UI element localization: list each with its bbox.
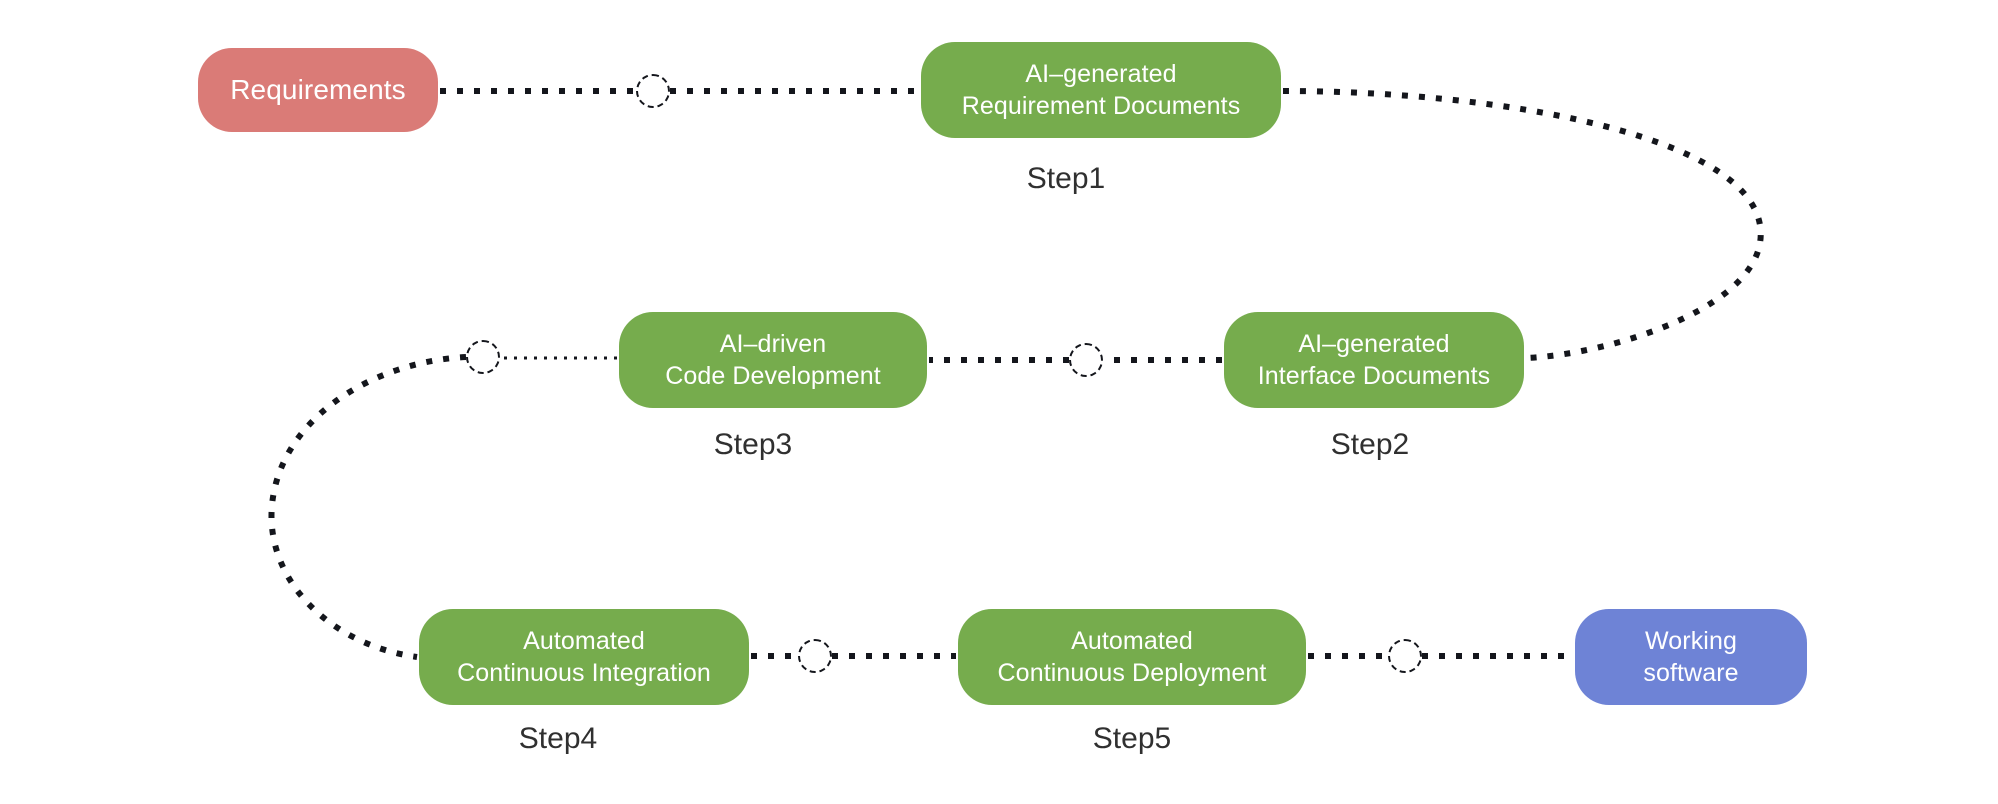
node-label-line1: AI–driven: [719, 330, 827, 358]
node-label-line1: Automated: [1071, 627, 1193, 655]
node-automated-continuous-deployment[interactable]: Automated Continuous Deployment: [958, 609, 1306, 705]
node-label: Requirements: [230, 74, 406, 106]
node-label-line2: Interface Documents: [1257, 362, 1491, 390]
node-label-line2: Requirement Documents: [961, 92, 1241, 120]
node-automated-continuous-integration[interactable]: Automated Continuous Integration: [419, 609, 749, 705]
node-requirements[interactable]: Requirements: [198, 48, 438, 132]
node-label-line1: AI–generated: [1298, 330, 1450, 358]
step-label-step2: Step2: [1330, 428, 1410, 461]
step-label-step4: Step4: [518, 722, 598, 755]
step-label-step3: Step3: [713, 428, 793, 461]
junction-node-5[interactable]: [1388, 639, 1422, 673]
node-label-line2: Continuous Integration: [457, 659, 711, 687]
junction-node-2[interactable]: [1069, 343, 1103, 377]
junction-node-4[interactable]: [798, 639, 832, 673]
node-label-line2: Code Development: [665, 362, 881, 390]
step-label-step1: Step1: [1026, 162, 1106, 195]
node-label-line1: AI–generated: [1025, 60, 1177, 88]
node-label-line2: Continuous Deployment: [997, 659, 1267, 687]
node-working-software[interactable]: Working software: [1575, 609, 1807, 705]
node-label-line2: software: [1643, 659, 1739, 687]
node-ai-generated-requirement-documents[interactable]: AI–generated Requirement Documents: [921, 42, 1281, 138]
node-label-line1: Working: [1645, 627, 1737, 655]
step-label-step5: Step5: [1092, 722, 1172, 755]
node-label-line1: Automated: [523, 627, 645, 655]
node-ai-driven-code-development[interactable]: AI–driven Code Development: [619, 312, 927, 408]
junction-node-1[interactable]: [636, 74, 670, 108]
node-ai-generated-interface-documents[interactable]: AI–generated Interface Documents: [1224, 312, 1524, 408]
junction-node-3[interactable]: [466, 340, 500, 374]
